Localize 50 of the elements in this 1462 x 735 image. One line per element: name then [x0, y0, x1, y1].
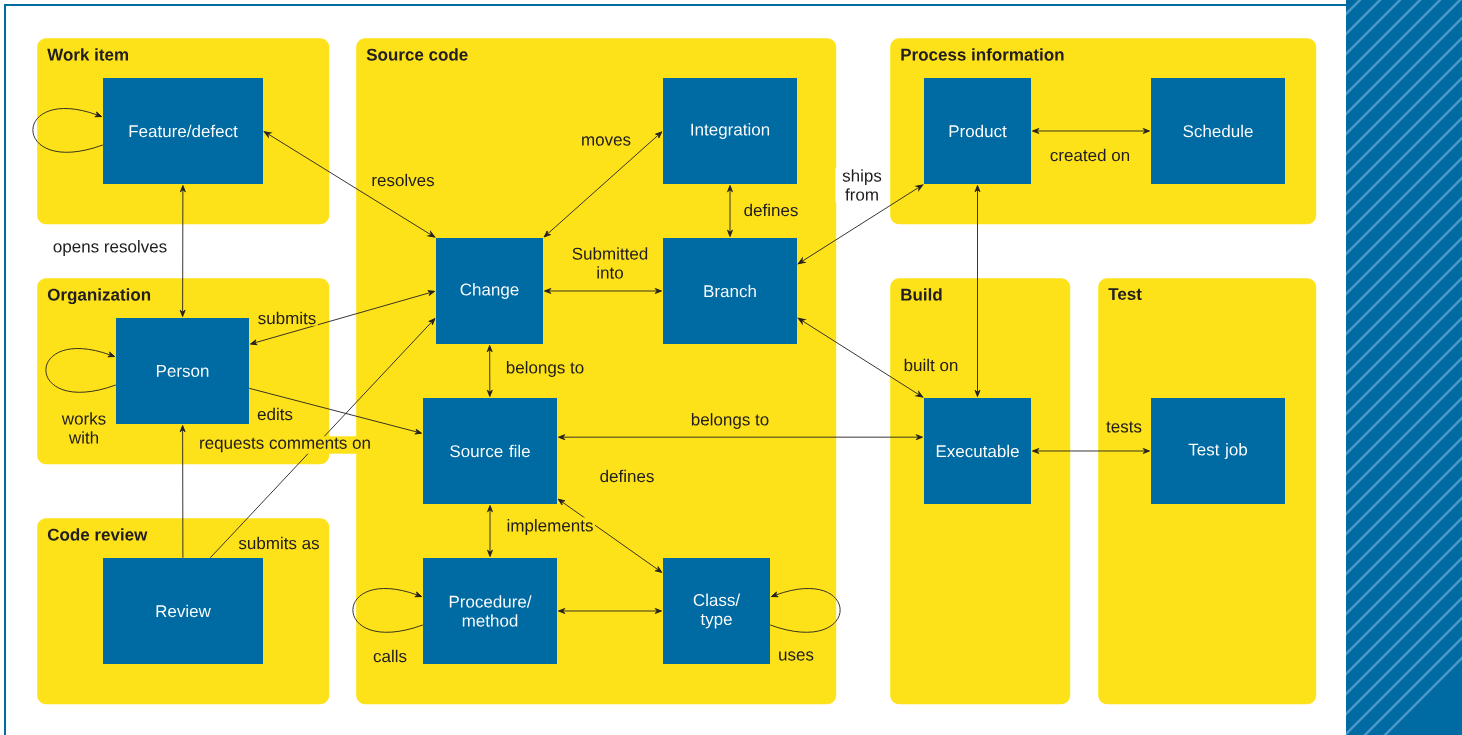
edge-label: calls: [371, 648, 409, 664]
edge-label: requests comments on: [197, 436, 373, 454]
arrow: [558, 434, 924, 441]
edge-label: ships from: [835, 167, 889, 203]
edge-label: opens resolves: [51, 238, 169, 258]
edge-label: defines: [742, 202, 800, 218]
entity-box: Class/ type: [663, 558, 770, 664]
edge-label: works with: [56, 410, 112, 446]
arrow: [727, 185, 733, 237]
arrow: [544, 288, 663, 294]
entity-box: Person: [116, 318, 249, 424]
arrow: [797, 317, 924, 398]
entity-box: Executable: [924, 398, 1031, 504]
edge-label: submits: [256, 310, 318, 326]
arrow: [558, 608, 663, 614]
arrow: [487, 505, 493, 557]
edge-label: created on: [1048, 147, 1132, 163]
entity-box: Change: [436, 238, 543, 344]
entity-box: Test job: [1151, 398, 1285, 504]
entity-box: Review: [103, 558, 263, 664]
arrow: [486, 345, 493, 397]
edge-label: submits as: [236, 535, 322, 551]
edge-label: built on: [902, 357, 960, 373]
arrow: [1032, 128, 1150, 134]
edge-label: resolves: [369, 172, 437, 188]
arrow: [45, 348, 117, 393]
arrow: [557, 498, 663, 573]
arrow: [974, 185, 981, 397]
entity-box: Feature/defect: [103, 78, 263, 184]
arrow: [263, 131, 436, 238]
entity-box: Source file: [423, 398, 557, 504]
arrow: [248, 387, 423, 435]
entity-box: Schedule: [1151, 78, 1285, 184]
arrow: [209, 318, 436, 559]
edge-label: Submitted into: [562, 245, 658, 281]
edge-label: edits: [255, 406, 295, 422]
arrow: [1032, 448, 1150, 454]
arrow: [769, 588, 841, 633]
arrow: [32, 108, 104, 153]
arrow: [352, 588, 424, 633]
entity-box: Integration: [663, 78, 797, 184]
arrow: [249, 290, 436, 346]
entity-box: Procedure/ method: [423, 558, 557, 664]
entity-box: Product: [924, 78, 1031, 184]
entity-box: Branch: [663, 238, 797, 344]
arrow: [543, 131, 663, 238]
arrow: [179, 425, 186, 559]
arrow: [797, 184, 924, 265]
arrow: [179, 185, 186, 317]
edge-label: defines: [598, 468, 656, 484]
